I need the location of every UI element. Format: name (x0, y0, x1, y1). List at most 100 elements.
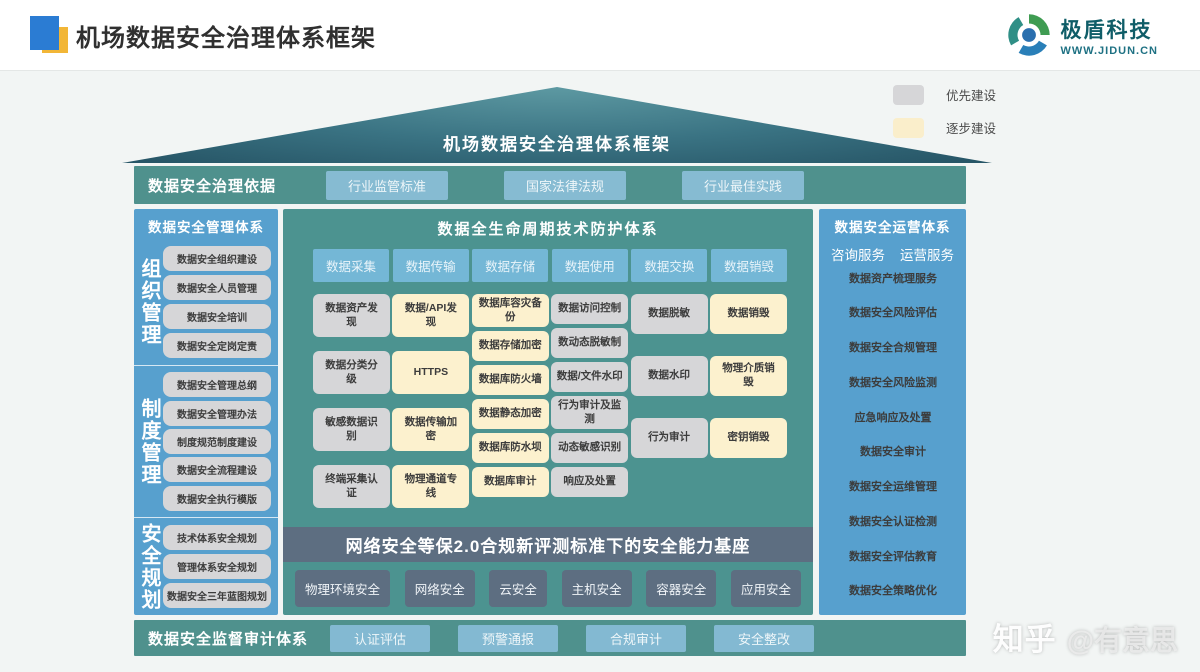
tech-item: 数据访问控制 (551, 294, 629, 324)
phase-header-chip: 数据销毁 (710, 249, 787, 282)
tech-item: 行为审计 (630, 418, 708, 458)
management-panel-title: 数据安全管理体系 (148, 220, 264, 235)
operations-item: 数据安全风险监测 (849, 376, 937, 389)
column-data-storage: 数据库容灾备份数据存储加密数据库防火墙数据静态加密数据库防水坝数据库审计 (471, 294, 549, 522)
management-item: 数据安全人员管理 (163, 275, 271, 300)
tech-item: 行为审计及监测 (551, 396, 629, 430)
tech-item: 数据库防火墙 (471, 365, 549, 396)
management-item: 数据安全管理总纲 (163, 372, 271, 398)
governance-basis-buttons: 行业监管标准 国家法律法规 行业最佳实践 (326, 170, 805, 200)
management-item: 数据安全执行模版 (163, 485, 271, 511)
legend-swatch (893, 117, 924, 138)
lifecycle-panel: 数据全生命周期技术防护体系 数据采集数据传输数据存储数据使用数据交换数据销毁 数… (283, 209, 813, 615)
security-base-chip: 主机安全 (561, 570, 632, 607)
security-base-chip: 云安全 (489, 570, 547, 607)
title-bullet-icon (29, 15, 73, 57)
audit-band-label: 数据安全监督审计体系 (148, 630, 309, 648)
governance-basis-chip: 行业最佳实践 (682, 170, 805, 200)
section-security-planning: 安全规划 技术体系安全规划管理体系安全规划数据安全三年蓝图规划 (134, 517, 278, 615)
section-policy-management: 制度管理 数据安全管理总纲数据安全管理办法制度规范制度建设数据安全流程建设数据安… (134, 365, 278, 517)
operations-item: 应急响应及处置 (854, 411, 932, 424)
operations-item: 数据安全认证检测 (849, 515, 937, 528)
tech-item: 数据/API发现 (392, 294, 470, 337)
operations-panel-title: 数据安全运营体系 (834, 220, 951, 235)
audit-chip: 合规审计 (586, 624, 687, 652)
legend-row: 优先建设 (893, 84, 996, 105)
management-item: 数据安全流程建设 (163, 457, 271, 483)
operations-item: 数据安全风险评估 (849, 307, 937, 320)
brand-url: WWW.JIDUN.CN (1060, 44, 1158, 57)
security-base-chip: 物理环境安全 (295, 570, 391, 607)
service-labels: 咨询服务 运营服务 (819, 244, 966, 264)
section-organization-management: 组织管理 数据安全组织建设数据安全人员管理数据安全培训数据安全定岗定责 (134, 239, 278, 365)
management-item: 数据安全组织建设 (163, 246, 271, 271)
tech-item: 终端采集认证 (313, 465, 390, 508)
consulting-service-label: 咨询服务 (831, 248, 885, 263)
tech-item: 数据分类分级 (313, 351, 390, 394)
watermark-author: @有意思 (1066, 625, 1178, 656)
watermark: 知乎 @有意思 (993, 614, 1178, 659)
operation-service-label: 运营服务 (900, 248, 954, 263)
section-label: 制度管理 (138, 397, 160, 486)
legend: 优先建设 逐步建设 (893, 84, 996, 138)
tech-item: 数据资产发现 (313, 294, 390, 337)
management-item: 技术体系安全规划 (163, 525, 271, 550)
section-items: 数据安全管理总纲数据安全管理办法制度规范制度建设数据安全流程建设数据安全执行模版 (163, 369, 274, 514)
management-item: 管理体系安全规划 (163, 554, 271, 579)
tech-item: 数据水印 (630, 356, 708, 396)
security-base-chip: 容器安全 (646, 570, 717, 607)
audit-chip: 认证评估 (330, 624, 431, 652)
operations-item: 数据安全评估教育 (849, 550, 937, 563)
operations-item: 数据安全合规管理 (849, 342, 937, 355)
tech-item: 密钥销毁 (709, 418, 787, 458)
section-items: 数据安全组织建设数据安全人员管理数据安全培训数据安全定岗定责 (163, 242, 274, 362)
lifecycle-panel-title: 数据全生命周期技术防护体系 (437, 221, 659, 238)
legend-row: 逐步建设 (893, 117, 996, 138)
brand-swirl-icon (1008, 14, 1051, 56)
governance-basis-chip: 行业监管标准 (326, 170, 449, 200)
tech-item: 响应及处置 (551, 467, 629, 498)
audit-chip: 预警通报 (458, 624, 559, 652)
lifecycle-phase-headers: 数据采集数据传输数据存储数据使用数据交换数据销毁 (313, 249, 787, 282)
security-base-bar: 网络安全等保2.0合规新评测标准下的安全能力基座 (283, 527, 813, 562)
management-item: 数据安全三年蓝图规划 (163, 583, 271, 608)
governance-basis-chip: 国家法律法规 (504, 170, 627, 200)
management-item: 数据安全定岗定责 (163, 333, 271, 358)
tech-item: 物理通道专线 (392, 465, 470, 508)
column-data-collection: 数据资产发现数据分类分级敏感数据识别终端采集认证 (313, 294, 390, 522)
column-data-exchange: 数据脱敏数据水印行为审计 (630, 294, 708, 522)
roof-title: 机场数据安全治理体系框架 (443, 135, 671, 154)
phase-header-chip: 数据存储 (472, 249, 549, 282)
operations-item: 数据安全策略优化 (849, 585, 937, 598)
section-label: 安全规划 (138, 522, 160, 611)
management-item: 数据安全管理办法 (163, 400, 271, 426)
column-data-usage: 数据访问控制数动态脱敏制数据/文件水印行为审计及监测动态敏感识别响应及处置 (551, 294, 629, 522)
brand-name: 极盾科技 (1060, 18, 1153, 42)
security-base-chip: 应用安全 (730, 570, 801, 607)
management-item: 数据安全培训 (163, 304, 271, 329)
tech-item: 数据存储加密 (471, 331, 549, 362)
tech-item: 数据/文件水印 (551, 362, 629, 392)
governance-basis-band: 数据安全治理依据 行业监管标准 国家法律法规 行业最佳实践 (134, 166, 966, 204)
watermark-brand: 知乎 (992, 622, 1057, 657)
column-data-destruction: 数据销毁物理介质销毁密钥销毁 (709, 294, 787, 522)
legend-label: 逐步建设 (946, 122, 997, 136)
operations-panel: 数据安全运营体系 咨询服务 运营服务 数据资产梳理服务数据安全风险评估数据安全合… (819, 209, 966, 615)
phase-header-chip: 数据使用 (551, 249, 628, 282)
audit-band-buttons: 认证评估预警通报合规审计安全整改 (330, 624, 815, 652)
tech-item: 数据传输加密 (392, 408, 470, 451)
operations-items: 数据资产梳理服务数据安全风险评估数据安全合规管理数据安全风险监测应急响应及处置数… (829, 265, 957, 603)
tech-item: 数据静态加密 (471, 399, 549, 430)
section-label: 组织管理 (138, 258, 160, 346)
operations-item: 数据资产梳理服务 (849, 272, 937, 285)
phase-header-chip: 数据传输 (392, 249, 469, 282)
column-data-transmission: 数据/API发现 HTTPS 数据传输加密物理通道专线 (392, 294, 470, 522)
security-base-buttons: 物理环境安全网络安全云安全主机安全容器安全应用安全 (295, 570, 801, 607)
bullet-blue-square (30, 16, 59, 50)
tech-item: 数据脱敏 (630, 294, 708, 334)
section-items: 技术体系安全规划管理体系安全规划数据安全三年蓝图规划 (163, 521, 274, 612)
tech-item: HTTPS (392, 351, 470, 394)
phase-header-chip: 数据采集 (313, 249, 389, 282)
